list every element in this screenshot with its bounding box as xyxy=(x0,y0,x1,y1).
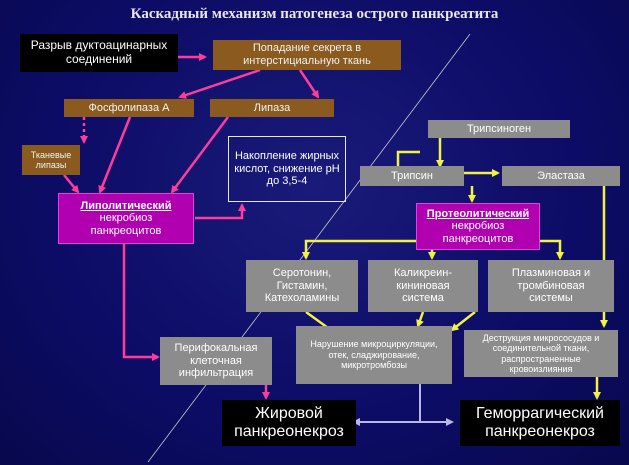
arrow-kallikrein-to-microcirc xyxy=(416,311,425,328)
arrow-secretion-to-lipase xyxy=(298,69,320,99)
node-plasmin-label: Плазминовая и тромбиновая системы xyxy=(511,267,591,305)
node-microcirc: Нарушение микроциркуляции, отек, сладжир… xyxy=(296,326,452,384)
node-lipolytic-head: Липолитический xyxy=(80,199,172,212)
arrow-tissue-lipases-to-lipolytic xyxy=(63,174,80,194)
node-accumulation-label: Накопление жирных кислот, снижение рН до… xyxy=(234,150,340,188)
node-proteolytic-rest: некробиоз панкреоцитов xyxy=(442,220,514,245)
node-hemorrhagic: Геморрагический панкреонекроз xyxy=(460,400,620,446)
node-destruction: Деструкция микрососудов и соединительной… xyxy=(464,330,618,377)
node-lipolytic-rest: некробиоз панкреоцитов xyxy=(90,212,162,237)
node-lipolytic: Липолитический некробиоз панкреоцитов xyxy=(58,193,194,244)
arrow-trypsin-to-trypsinogen-loop xyxy=(396,150,420,168)
node-rupture: Разрыв дуктоацинарных соединений xyxy=(20,34,178,72)
node-phospholipase: Фосфолипаза А xyxy=(64,99,194,117)
node-kallikrein: Каликреин-кининовая система xyxy=(368,260,478,312)
node-hemorrhagic-label: Геморрагический панкреонекроз xyxy=(476,404,604,440)
node-plasmin: Плазминовая и тромбиновая системы xyxy=(488,260,614,312)
node-destruction-label: Деструкция микрососудов и соединительной… xyxy=(482,332,600,374)
node-fat-necrosis-label: Жировой панкреонекроз xyxy=(234,404,344,440)
node-serotonin-label: Серотонин, Гистамин, Катехоламины xyxy=(264,267,340,305)
node-perifocal: Перифокальная клеточная инфильтрация xyxy=(160,337,272,385)
node-lipase: Липаза xyxy=(210,99,334,117)
node-proteolytic: Протеолитический некробиоз панкреоцитов xyxy=(416,203,540,250)
arrow-lipolytic-to-perifocal xyxy=(122,244,160,361)
arrow-phospholipase-to-lipolytic xyxy=(98,116,132,194)
node-microcirc-label: Нарушение микроциркуляции, отек, сладжир… xyxy=(310,339,438,371)
arrow-lipase-to-lipolytic xyxy=(170,116,230,194)
node-elastase: Эластаза xyxy=(502,166,620,186)
node-tissue-lipases: Тканевые липазы xyxy=(22,145,80,175)
page-title: Каскадный механизм патогенеза острого па… xyxy=(130,6,499,22)
node-secretion-label: Попадание секрета в интерстициальную тка… xyxy=(243,42,371,67)
arrow-proteolytic-to-serotonin xyxy=(302,239,418,260)
node-elastase-label: Эластаза xyxy=(537,169,585,182)
arrow-proteolytic-to-plasmin xyxy=(530,239,564,260)
diagonal-divider-line xyxy=(147,33,471,463)
node-trypsinogen: Трипсиноген xyxy=(428,120,570,138)
node-trypsin: Трипсин xyxy=(360,166,464,186)
node-perifocal-label: Перифокальная клеточная инфильтрация xyxy=(174,342,258,380)
node-lipase-label: Липаза xyxy=(253,101,291,114)
node-accumulation: Накопление жирных кислот, снижение рН до… xyxy=(228,136,346,202)
node-trypsin-label: Трипсин xyxy=(390,169,434,182)
arrow-lipolytic-to-accumulation xyxy=(195,203,246,220)
node-kallikrein-label: Каликреин-кининовая система xyxy=(393,267,453,305)
node-fat-necrosis: Жировой панкреонекроз xyxy=(222,400,356,446)
arrow-plasmin-to-microcirc xyxy=(450,311,476,332)
node-tissue-lipases-label: Тканевые липазы xyxy=(30,149,72,170)
node-secretion: Попадание секрета в интерстициальную тка… xyxy=(213,40,401,70)
arrow-secretion-to-phospholipase xyxy=(178,68,261,99)
node-phospholipase-label: Фосфолипаза А xyxy=(88,101,170,114)
node-serotonin: Серотонин, Гистамин, Катехоламины xyxy=(246,260,358,312)
node-rupture-label: Разрыв дуктоацинарных соединений xyxy=(30,38,168,66)
node-trypsinogen-label: Трипсиноген xyxy=(466,122,532,135)
node-proteolytic-head: Протеолитический xyxy=(426,207,530,220)
